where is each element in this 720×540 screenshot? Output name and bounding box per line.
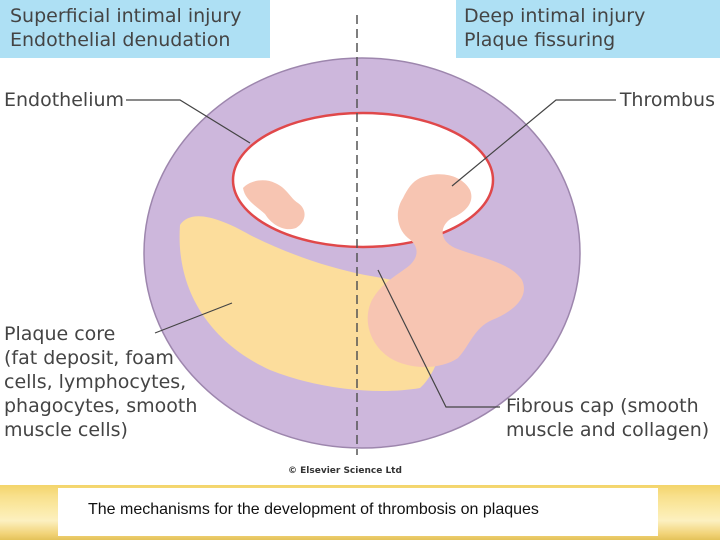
deep-injury-header: Deep intimal injury Plaque fissuring [456,0,720,58]
fibrous-cap-label: Fibrous cap (smooth muscle and collagen) [506,394,709,442]
thrombus-label: Thrombus [619,88,715,112]
endothelial-denudation-subtitle: Endothelial denudation [10,29,231,51]
superficial-injury-header: Superficial intimal injury Endothelial d… [0,0,270,58]
superficial-thrombus [243,180,305,230]
plaque-core [179,216,444,391]
thrombus-leader [451,99,616,187]
endothelium-label: Endothelium [4,88,125,112]
plaque-core-label: Plaque core (fat deposit, foam cells, ly… [4,322,197,442]
deep-injury-title: Deep intimal injury [464,5,646,27]
plaque-core-line: cells, lymphocytes, [4,371,187,393]
vessel-cross-section [126,15,616,455]
fibrous-cap-leader [377,269,500,408]
caption-box: The mechanisms for the development of th… [58,488,658,536]
copyright-notice: © Elsevier Science Ltd [288,466,402,476]
plaque-core-line: phagocytes, smooth [4,395,198,417]
plaque-core-line: (fat deposit, foam [4,347,174,369]
plaque-core-leader [154,302,233,334]
slide-caption: The mechanisms for the development of th… [88,501,539,518]
fibrous-cap-line: muscle and collagen) [506,419,710,441]
plaque-thrombus [367,174,524,367]
plaque-core-line: muscle cells) [4,419,128,441]
plaque-fissuring-subtitle: Plaque fissuring [464,29,616,51]
diagram-area: Superficial intimal injury Endothelial d… [0,0,720,476]
plaque-core-line: Plaque core [4,323,116,345]
superficial-injury-title: Superficial intimal injury [10,5,242,27]
endothelium-leader [126,99,251,144]
fibrous-cap-line: Fibrous cap (smooth [506,395,699,417]
